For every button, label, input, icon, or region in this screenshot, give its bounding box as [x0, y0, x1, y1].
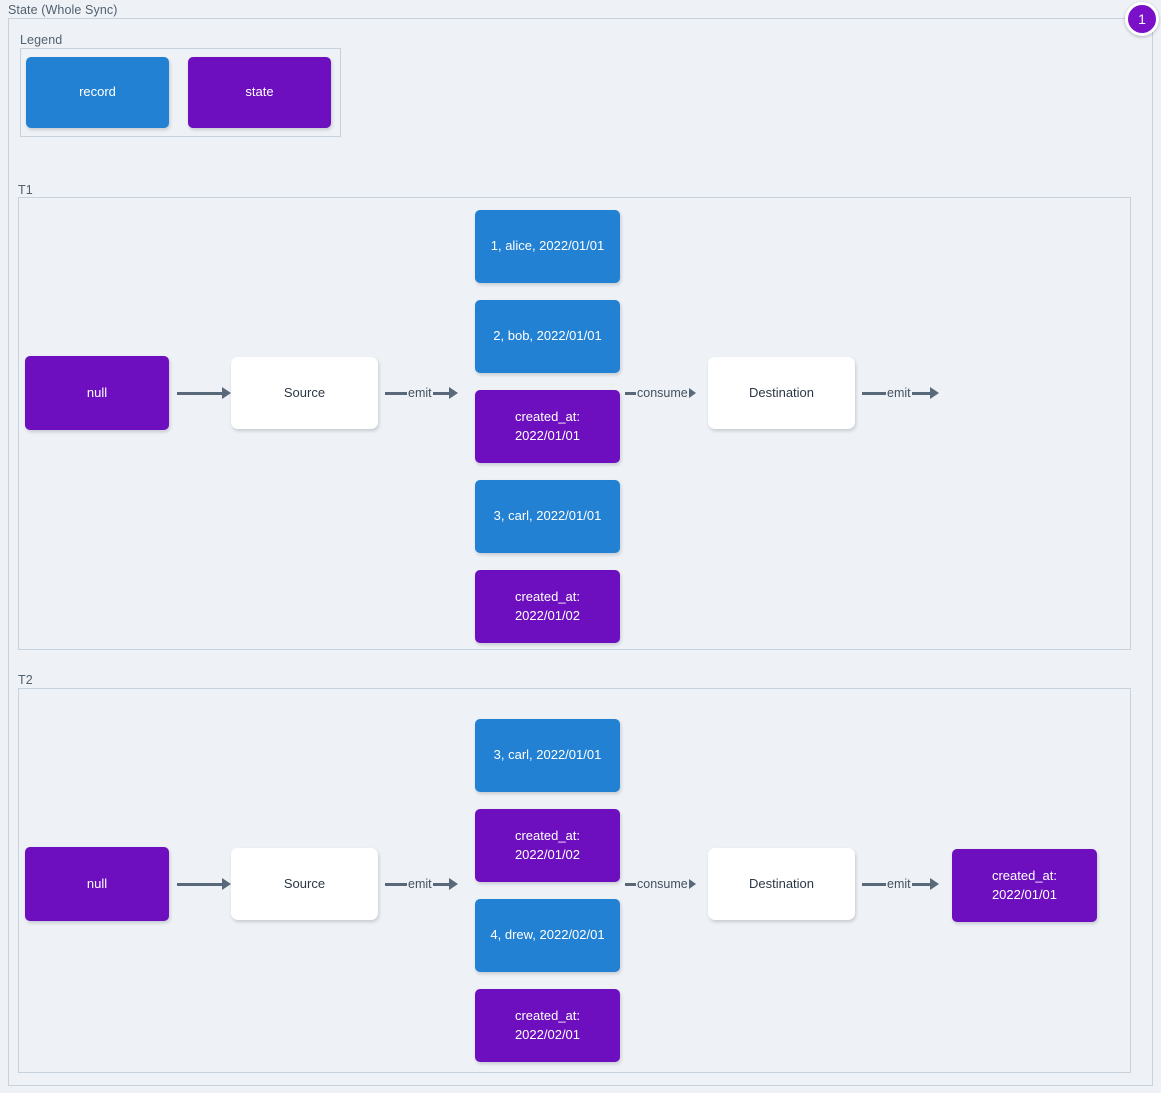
arrow-shaft — [862, 391, 886, 395]
arrow-head-icon — [688, 879, 696, 889]
step-badge[interactable]: 1 — [1125, 2, 1159, 36]
t1-emit-source-label: emit — [408, 385, 432, 400]
arrow-head-icon — [929, 387, 939, 399]
arrow-head-icon — [688, 388, 696, 398]
arrow-shaft — [862, 882, 886, 886]
t2-consume-label: consume — [637, 876, 688, 891]
t1-stream-item-2[interactable]: created_at: 2022/01/01 — [475, 390, 620, 463]
t2-arrow-emit-destination: emit — [862, 875, 939, 893]
arrow-head-icon — [448, 878, 458, 890]
t1-consume-label: consume — [637, 385, 688, 400]
arrow-shaft — [625, 391, 636, 395]
t1-stream-item-4[interactable]: created_at: 2022/01/02 — [475, 570, 620, 643]
arrow-shaft — [177, 882, 222, 886]
arrow-shaft — [385, 391, 407, 395]
arrow-head-icon — [222, 387, 231, 399]
t1-stream-item-0[interactable]: 1, alice, 2022/01/01 — [475, 210, 620, 283]
t1-arrow-emit-source: emit — [385, 384, 458, 402]
t2-stream-item-3[interactable]: created_at: 2022/02/01 — [475, 989, 620, 1062]
t1-source[interactable]: Source — [231, 357, 378, 429]
t1-emit-destination-label: emit — [887, 385, 911, 400]
diagram-title: State (Whole Sync) — [8, 3, 118, 17]
t1-arrow-state-to-source — [177, 384, 231, 402]
t2-stream-item-2[interactable]: 4, drew, 2022/02/01 — [475, 899, 620, 972]
legend-item-state[interactable]: state — [188, 57, 331, 128]
t1-arrow-consume: consume — [625, 384, 696, 402]
arrow-shaft — [625, 882, 636, 886]
t1-stream-item-3[interactable]: 3, carl, 2022/01/01 — [475, 480, 620, 553]
arrow-head-icon — [448, 387, 458, 399]
t1-title: T1 — [18, 183, 33, 197]
arrow-shaft — [177, 391, 222, 395]
t1-arrow-emit-destination: emit — [862, 384, 939, 402]
t2-source[interactable]: Source — [231, 848, 378, 920]
arrow-head-icon — [222, 878, 231, 890]
t2-stream-item-0[interactable]: 3, carl, 2022/01/01 — [475, 719, 620, 792]
arrow-shaft — [432, 882, 449, 886]
t1-stream-item-1[interactable]: 2, bob, 2022/01/01 — [475, 300, 620, 373]
t2-state-in[interactable]: null — [25, 847, 169, 921]
t2-state-out[interactable]: created_at: 2022/01/01 — [952, 849, 1097, 922]
legend-item-record[interactable]: record — [26, 57, 169, 128]
legend-title: Legend — [20, 33, 63, 47]
arrow-shaft — [385, 882, 407, 886]
arrow-shaft — [432, 391, 449, 395]
t1-destination[interactable]: Destination — [708, 357, 855, 429]
t2-arrow-consume: consume — [625, 875, 696, 893]
t2-emit-source-label: emit — [408, 876, 432, 891]
t2-emit-destination-label: emit — [887, 876, 911, 891]
arrow-head-icon — [929, 878, 939, 890]
arrow-shaft — [911, 882, 930, 886]
t1-state-in[interactable]: null — [25, 356, 169, 430]
t2-arrow-emit-source: emit — [385, 875, 458, 893]
t2-title: T2 — [18, 673, 33, 687]
t2-destination[interactable]: Destination — [708, 848, 855, 920]
t2-arrow-state-to-source — [177, 875, 231, 893]
t2-stream-item-1[interactable]: created_at: 2022/01/02 — [475, 809, 620, 882]
arrow-shaft — [911, 391, 930, 395]
